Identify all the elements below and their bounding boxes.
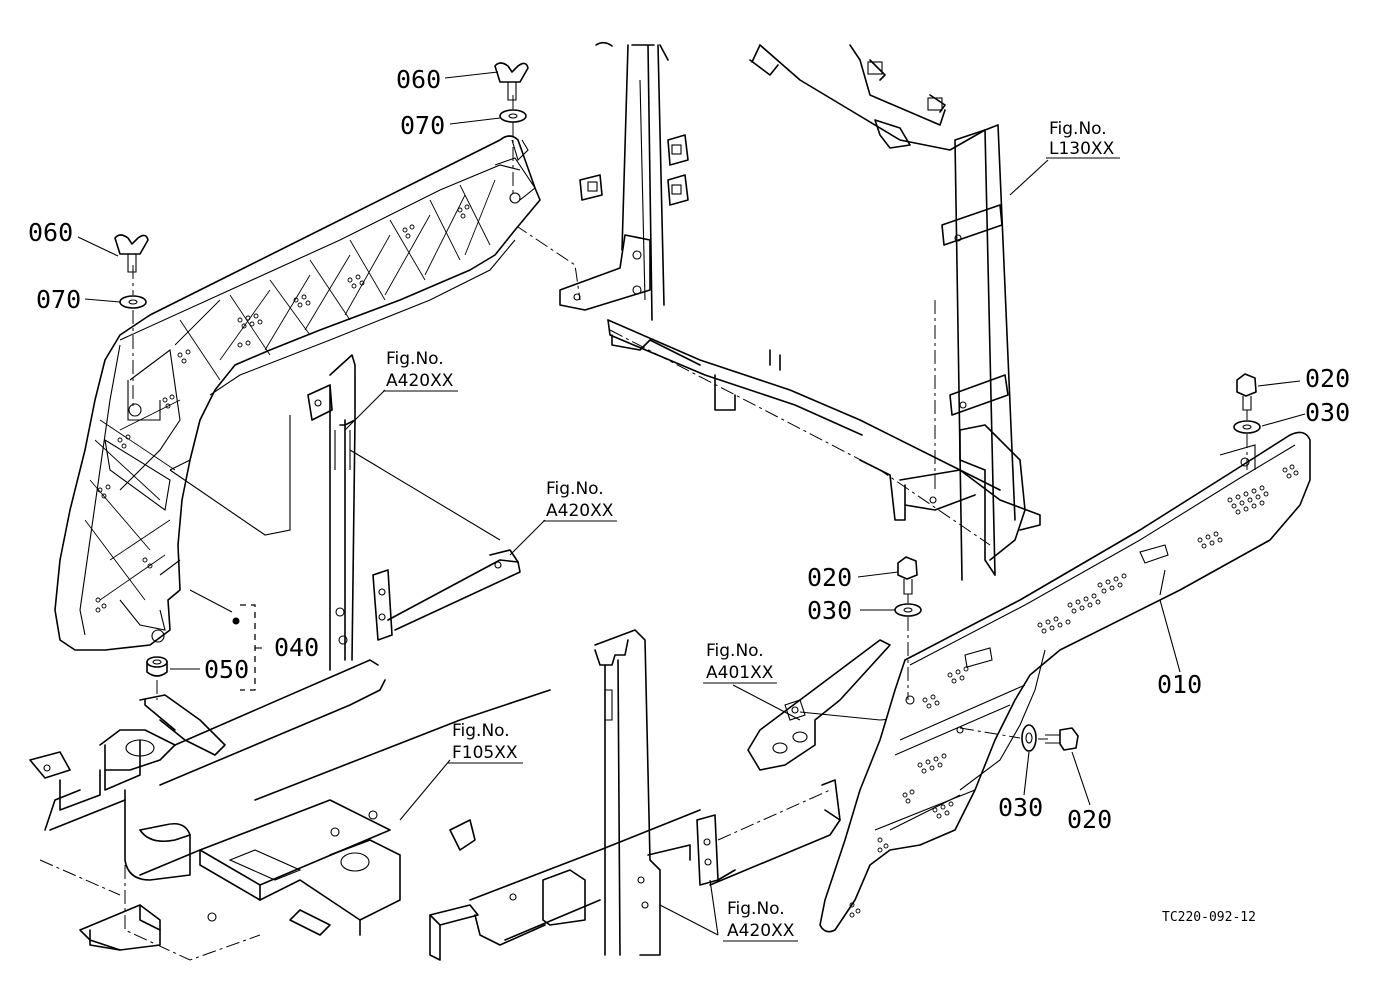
wing-bolt-060-left [114,234,149,273]
leader-lines [77,71,1306,936]
ref-l130-code: L130XX [1049,139,1115,159]
ref-a420-2-code: A420XX [546,501,614,521]
label-020-side: 020 [1067,805,1112,834]
bolt-020-side [1045,727,1079,751]
a420-bracket-vertical [307,354,393,671]
ref-f105-label: Fig.No. [452,721,510,741]
label-060-top: 060 [396,65,441,94]
ref-a420-2-label: Fig.No. [546,479,604,499]
ref-l130-label: Fig.No. [1049,119,1107,139]
label-060-left: 060 [28,218,73,247]
part-labels: 060 070 060 070 040 050 020 030 020 030 … [28,65,1350,834]
ref-a420-1-code: A420XX [386,371,454,391]
ref-a401-code: A401XX [706,663,774,683]
left-fender [54,135,541,651]
ref-a420-3-code: A420XX [727,921,795,941]
label-030-side: 030 [998,793,1043,822]
a401-bracket [747,639,891,771]
washer-030-top [1233,420,1261,434]
a420-bracket-plate [387,549,521,631]
main-frame-lower-left [29,659,701,961]
washer-070-top [499,109,527,123]
label-070-top: 070 [400,111,445,140]
washer-030-middle [894,603,922,617]
label-030-middle: 030 [807,596,852,625]
wing-bolt-060-top [494,62,529,101]
ref-a401-label: Fig.No. [706,641,764,661]
right-fender [819,431,1311,933]
bolt-020-middle [897,556,918,595]
fender-perforations-right [849,464,1299,918]
fender-perforations [95,204,470,613]
spacer-050 [146,656,168,677]
label-050: 050 [204,655,249,684]
a420-bracket-lower [594,629,841,956]
bolt-020-top [1236,373,1257,411]
label-020-middle: 020 [807,563,852,592]
washer-030-side [1021,724,1037,752]
washer-070-left [119,295,147,309]
ref-a420-3-label: Fig.No. [727,899,785,919]
label-070-left: 070 [36,285,81,314]
drawing-code: TC220-092-12 [1162,910,1256,925]
ref-f105-code: F105XX [452,743,518,763]
label-010: 010 [1157,670,1202,699]
rops-frame [559,41,1041,581]
label-030-top: 030 [1305,398,1350,427]
ref-a420-1-label: Fig.No. [386,349,444,369]
label-040: 040 [274,633,319,662]
figure-references: Fig.No. L130XX Fig.No. A420XX Fig.No. A4… [386,119,1115,941]
label-020-top: 020 [1305,364,1350,393]
